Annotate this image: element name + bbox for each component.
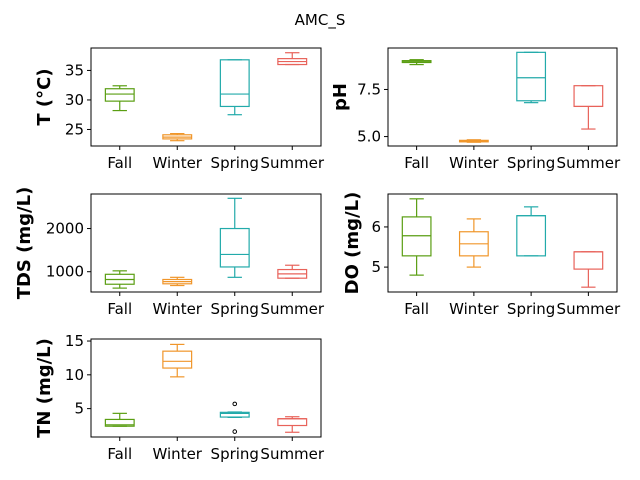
box-body <box>516 51 547 102</box>
box-spring <box>516 51 547 104</box>
y-tick-label: 5.0 <box>357 128 381 146</box>
x-tick-label: Summer <box>260 154 324 172</box>
x-tick-label: Fall <box>404 300 429 318</box>
y-tick-label: 5 <box>74 400 84 418</box>
y-tick-label: 5 <box>371 258 381 276</box>
x-tick-label: Winter <box>449 300 499 318</box>
box-fall <box>401 198 432 276</box>
axes-frame <box>387 47 618 147</box>
x-tick-label: Summer <box>557 300 621 318</box>
x-tick-label: Fall <box>107 445 132 463</box>
y-axis-label: TN (mg/L) <box>34 338 55 438</box>
y-tick-label: 25 <box>65 120 84 138</box>
box-body <box>162 350 193 369</box>
box-winter <box>162 343 193 378</box>
y-tick-label: 15 <box>65 332 84 350</box>
box-body <box>573 251 604 270</box>
x-tick-label: Spring <box>507 154 555 172</box>
box-spring <box>219 197 250 278</box>
x-tick-label: Winter <box>153 300 203 318</box>
y-axis-label: DO (mg/L) <box>342 192 363 295</box>
y-tick-label: 10 <box>65 366 84 384</box>
x-tick-label: Summer <box>557 154 621 172</box>
figure-title: AMC_S <box>295 11 346 30</box>
x-tick-label: Summer <box>260 445 324 463</box>
box-winter <box>162 276 193 287</box>
box-body <box>104 418 135 427</box>
y-tick-label: 1000 <box>46 263 84 281</box>
axes-frame <box>387 193 618 293</box>
axes-frame <box>90 338 322 438</box>
x-tick-label: Winter <box>449 154 499 172</box>
box-body <box>219 411 250 418</box>
box-fall <box>104 412 135 427</box>
x-tick-label: Spring <box>507 300 555 318</box>
outlier-point <box>232 401 238 407</box>
x-tick-label: Winter <box>153 445 203 463</box>
x-tick-label: Fall <box>404 154 429 172</box>
box-body <box>219 227 250 268</box>
y-tick-label: 30 <box>65 91 84 109</box>
box-fall <box>104 85 135 112</box>
y-tick-label: 35 <box>65 61 84 79</box>
x-tick-label: Summer <box>260 300 324 318</box>
x-tick-label: Spring <box>211 154 259 172</box>
box-summer <box>573 85 604 130</box>
box-body <box>104 88 135 102</box>
box-winter <box>458 218 489 268</box>
y-axis-label: pH <box>330 83 351 111</box>
box-fall <box>401 59 432 66</box>
box-body <box>401 216 432 257</box>
box-body <box>277 418 308 427</box>
box-spring <box>219 59 250 116</box>
y-tick-label: 2000 <box>46 220 84 238</box>
y-tick-label: 7.5 <box>357 80 381 98</box>
box-spring <box>516 206 547 257</box>
box-spring <box>219 401 250 434</box>
axes-frame <box>90 47 322 147</box>
box-summer <box>277 52 308 66</box>
box-summer <box>277 264 308 279</box>
axes-frame <box>90 193 322 293</box>
box-summer <box>573 251 604 288</box>
box-winter <box>162 133 193 142</box>
box-body <box>219 59 250 108</box>
x-tick-label: Fall <box>107 154 132 172</box>
box-fall <box>104 270 135 289</box>
x-tick-label: Spring <box>211 300 259 318</box>
x-tick-label: Fall <box>107 300 132 318</box>
x-tick-label: Winter <box>153 154 203 172</box>
y-axis-label: T (°C) <box>34 68 55 125</box>
box-body <box>516 215 547 257</box>
box-winter <box>458 139 489 143</box>
y-axis-label: TDS (mg/L) <box>14 187 35 300</box>
y-tick-label: 6 <box>371 218 381 236</box>
outlier-point <box>232 429 238 434</box>
box-summer <box>277 416 308 433</box>
x-tick-label: Spring <box>211 445 259 463</box>
box-body <box>573 85 604 108</box>
